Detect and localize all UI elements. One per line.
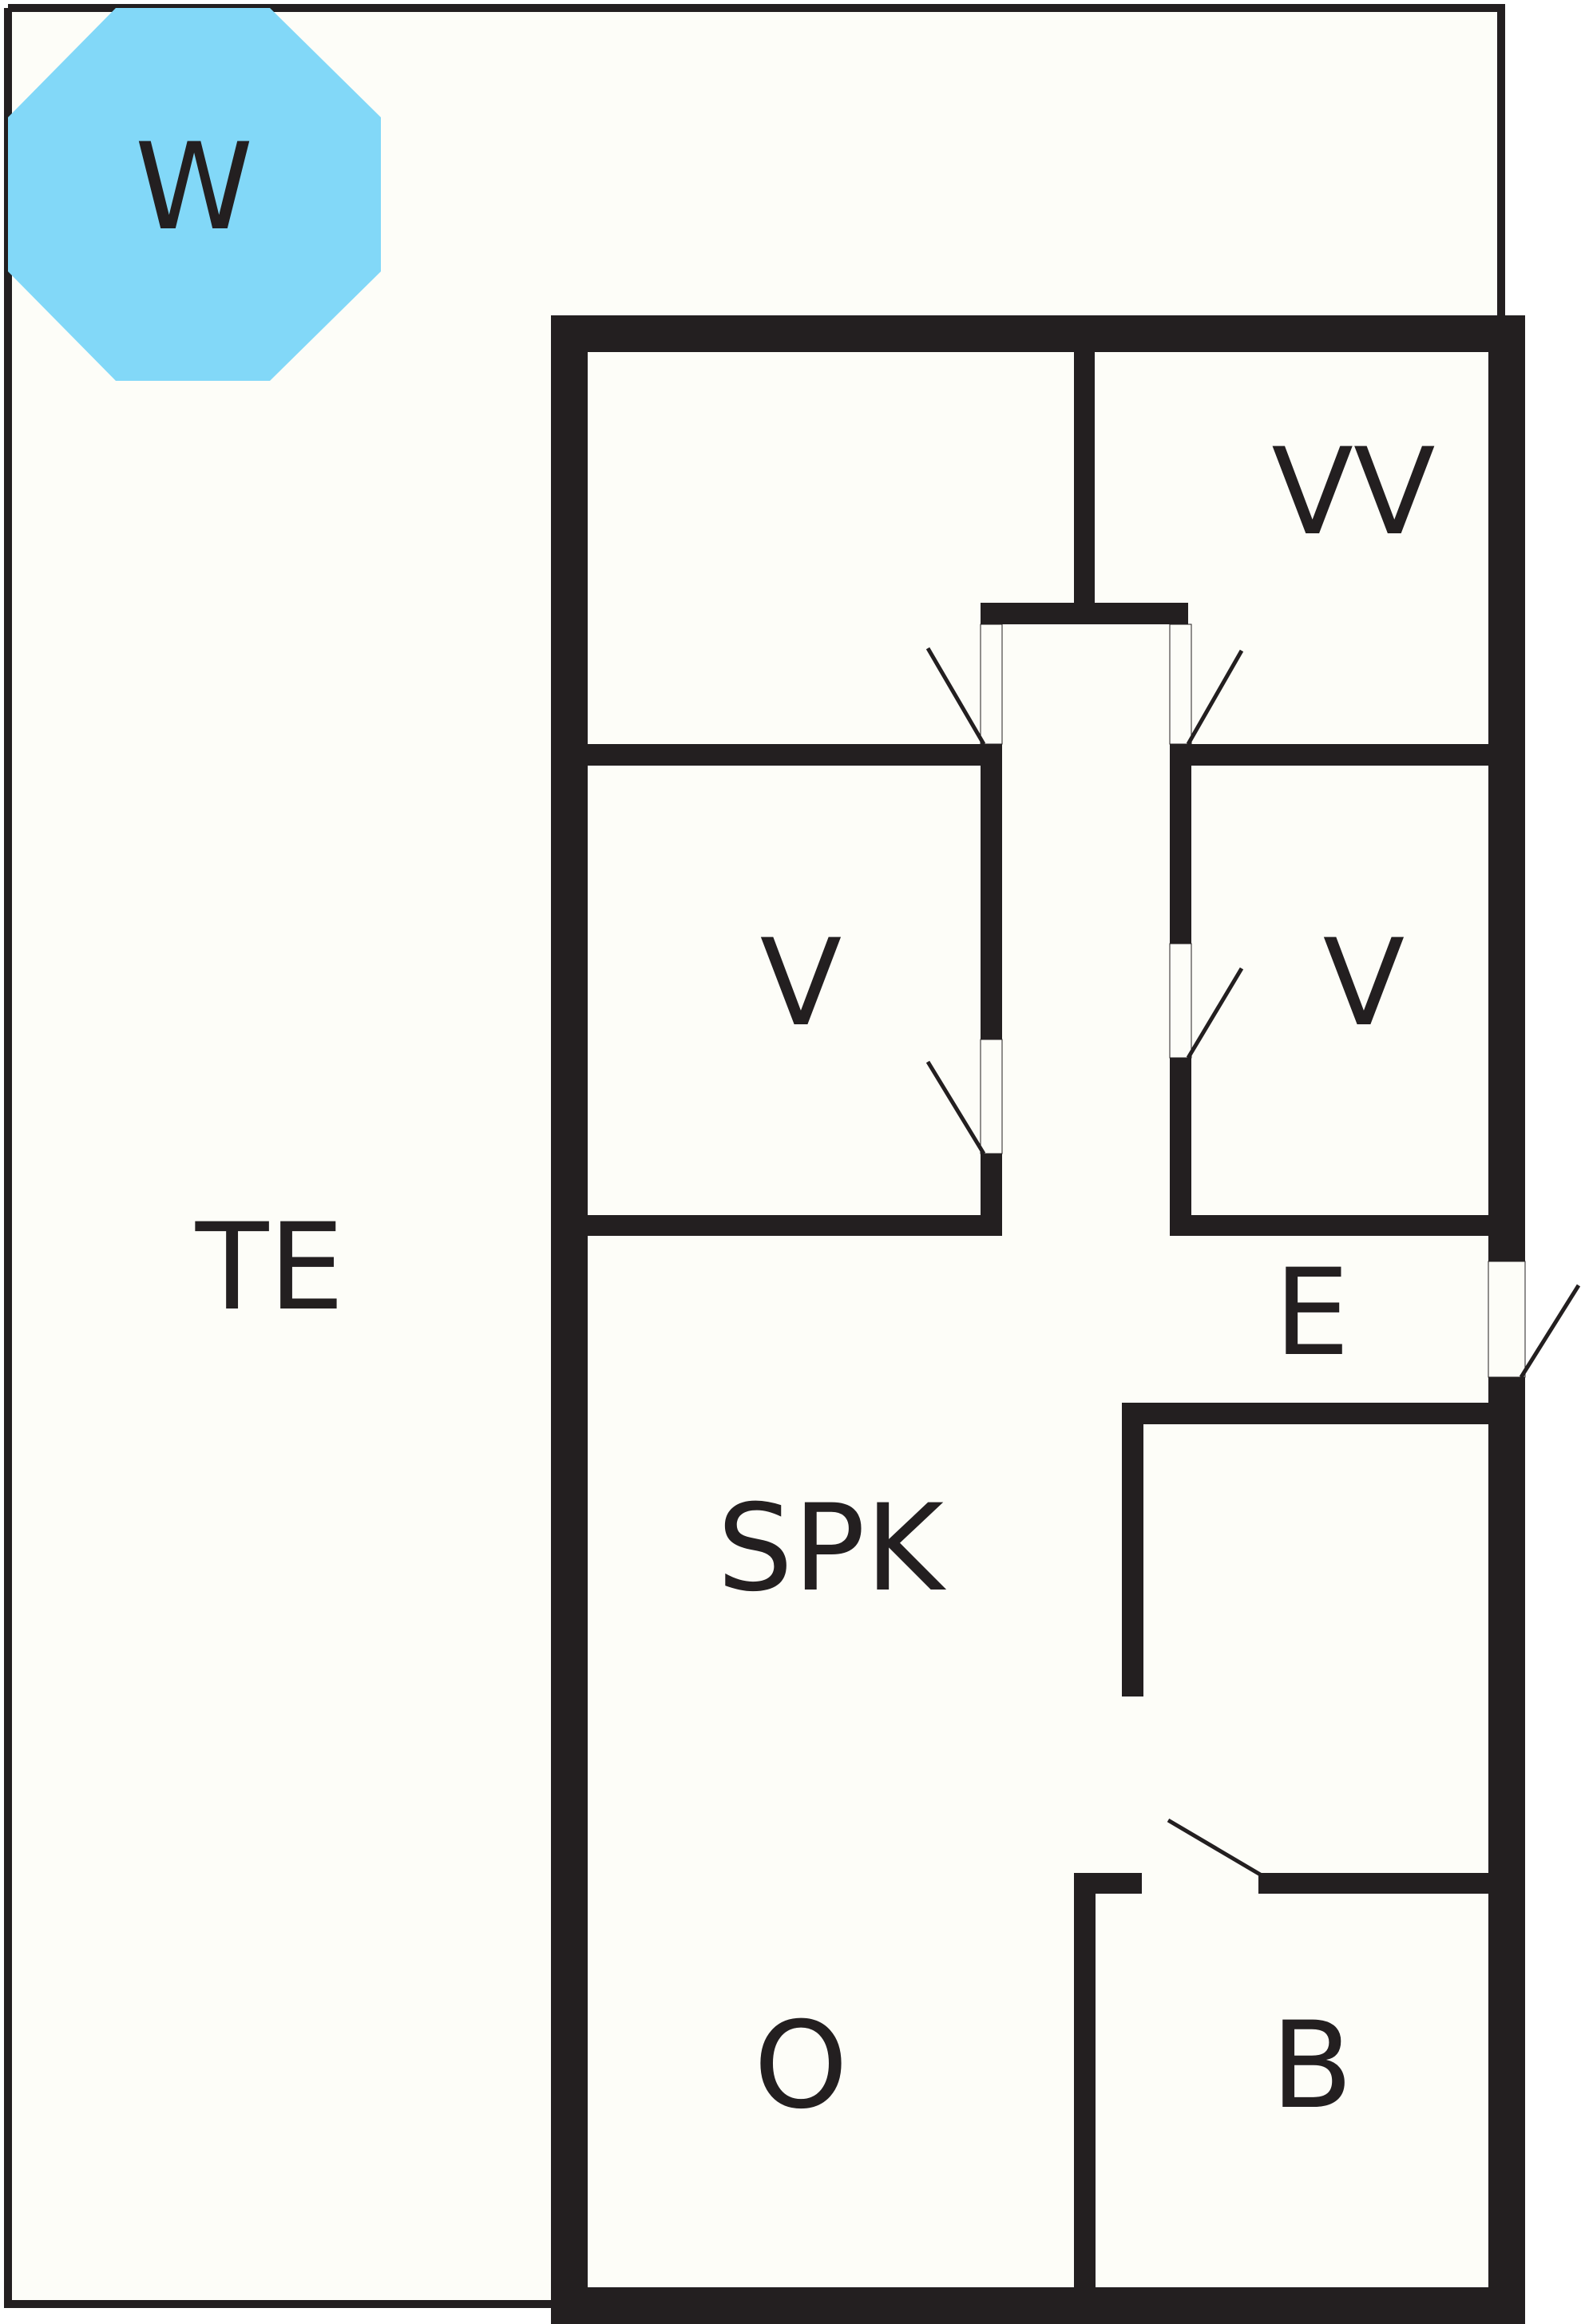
room-label-bathroom: B [1271,1997,1353,2136]
room-label-bedroom-left: V [760,914,842,1053]
room-label-walk-in-closet: VV [1271,423,1435,562]
room-label-storage: O [754,1997,848,2136]
room-label-bedroom-right: V [1323,914,1405,1053]
exterior-walls [551,315,1525,2324]
room-label-living-kitchen: SPK [717,1479,947,1618]
doors [925,624,1581,1894]
compass-octagon [8,8,381,381]
room-label-entrance: E [1274,1244,1350,1383]
compass-label: W [135,118,253,257]
interior-walls [588,352,1488,2287]
apartment-floor [551,315,1525,2324]
compass-marker: W [8,8,381,381]
room-label-terrace: TE [195,1198,344,1337]
